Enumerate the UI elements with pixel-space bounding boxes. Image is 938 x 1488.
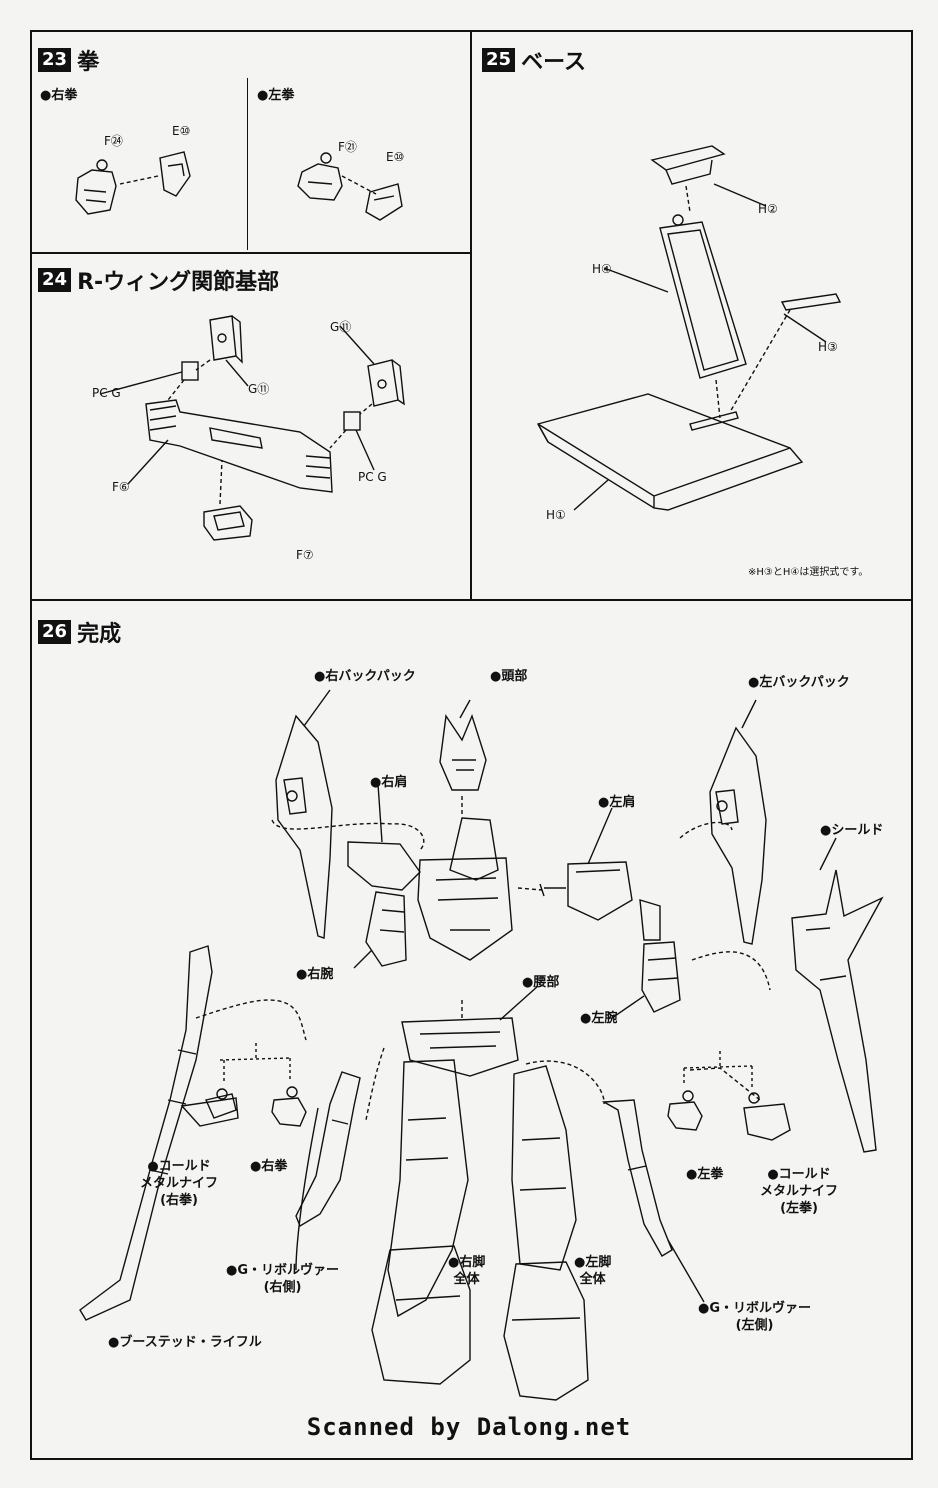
callout-boosted-rifle: ●ブーステッド・ライフル — [108, 1335, 262, 1350]
step-24-number: 24 — [38, 268, 72, 292]
part-label-f6: F⑥ — [112, 480, 130, 494]
legs-drawings — [365, 1000, 605, 1401]
divider-top-bottom — [30, 599, 913, 601]
weapon-drawings — [79, 869, 884, 1321]
hand-drawings — [180, 1040, 791, 1141]
base-stand-drawing — [536, 145, 842, 511]
part-label-e10-left: E⑩ — [386, 150, 405, 164]
divider-23-24 — [30, 252, 471, 254]
step-23-number: 23 — [38, 48, 72, 72]
step-26-title: 完成 — [77, 622, 122, 647]
part-label-h3: H③ — [818, 340, 838, 354]
step-26-heading: 26 完成 — [38, 616, 121, 648]
callout-left-leg: ●左脚 全体 — [574, 1255, 612, 1287]
part-label-pcg-right: PC G — [358, 470, 387, 484]
part-label-g11-mid: G⑪ — [248, 382, 270, 396]
callout-left-arm: ●左腕 — [580, 1011, 618, 1026]
callout-right-fist: ●右拳 — [250, 1159, 288, 1174]
left-fist-parts-drawing — [297, 152, 403, 221]
callout-revolver-right: ●G・リボルヴァー (右側) — [226, 1263, 340, 1295]
backpack-drawings — [275, 689, 767, 945]
step-24-title: R-ウィング関節基部 — [77, 270, 280, 295]
divider-23-left-right — [247, 78, 248, 250]
r-wing-joint-drawing — [99, 315, 405, 541]
step-25-title: ベース — [521, 50, 586, 75]
step-23-heading: 23 拳 — [38, 44, 99, 76]
step-26-number: 26 — [38, 620, 72, 644]
callout-left-shoulder: ●左肩 — [598, 795, 636, 810]
part-label-f7: F⑦ — [296, 548, 314, 562]
part-label-e10-right: E⑩ — [172, 124, 191, 138]
step-25-heading: 25 ベース — [482, 44, 586, 76]
callout-head: ●頭部 — [490, 669, 528, 684]
callout-shield: ●シールド — [820, 823, 884, 838]
part-label-h2: H② — [758, 202, 778, 216]
scanner-credit: Scanned by Dalong.net — [306, 1413, 632, 1441]
part-label-f21: F㉑ — [338, 140, 357, 154]
body-drawings — [271, 699, 837, 1021]
step-25-number: 25 — [482, 48, 516, 72]
part-label-h1: H① — [546, 508, 566, 522]
callout-right-arm: ●右腕 — [296, 967, 334, 982]
callout-right-shoulder: ●右肩 — [370, 775, 408, 790]
step-23-right-fist-title: ●右拳 — [40, 88, 78, 103]
step-25-note: ※H③とH④は選択式です。 — [748, 567, 869, 578]
step-23-title: 拳 — [77, 50, 100, 75]
divider-top-vertical — [470, 30, 472, 600]
part-label-f24: F㉔ — [104, 134, 123, 148]
part-label-h4: H④ — [592, 262, 612, 276]
callout-left-fist: ●左拳 — [686, 1167, 724, 1182]
step-23-left-fist-title: ●左拳 — [257, 88, 295, 103]
right-fist-parts-drawing — [75, 151, 191, 215]
step-24-heading: 24 R-ウィング関節基部 — [38, 264, 279, 296]
callout-knife-left: ●コールド メタルナイフ (左拳) — [760, 1167, 839, 1216]
callout-right-backpack: ●右バックパック — [314, 669, 416, 684]
callout-left-backpack: ●左バックパック — [748, 675, 850, 690]
callout-waist: ●腰部 — [522, 975, 560, 990]
callout-revolver-left: ●G・リボルヴァー (左側) — [698, 1301, 812, 1333]
